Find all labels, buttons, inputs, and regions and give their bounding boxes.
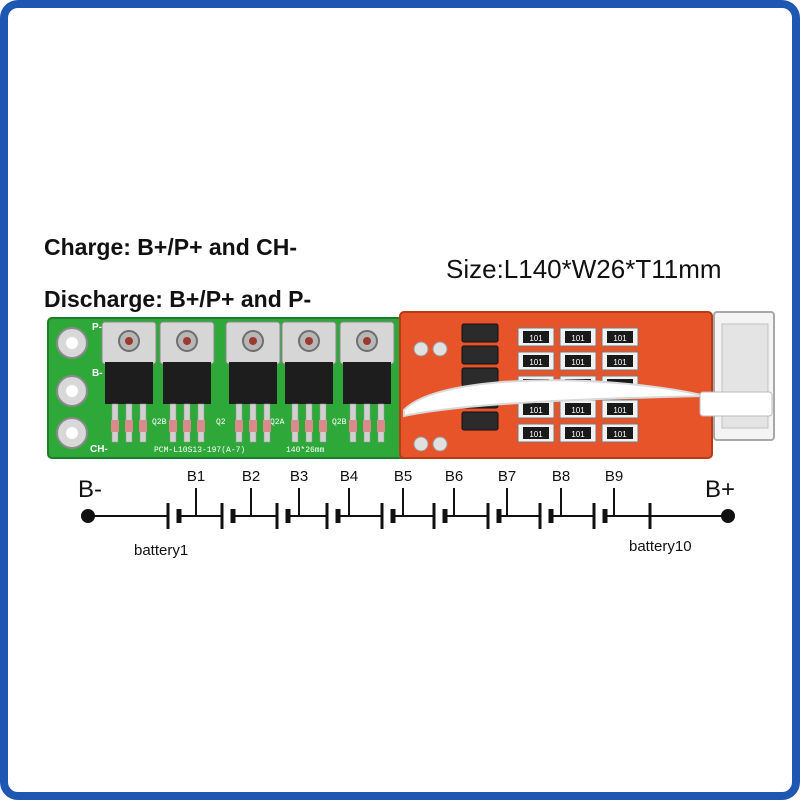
battery-cell <box>380 503 434 529</box>
svg-text:101: 101 <box>613 358 627 367</box>
pad-label: P- <box>92 322 102 333</box>
pad-label: B- <box>92 368 103 379</box>
resistor: 101 <box>601 327 639 347</box>
silkscreen-size: 140*26mm <box>286 446 325 455</box>
resistor: 101 <box>517 351 555 371</box>
resistor: 101 <box>559 351 597 371</box>
battery-wiring: B- B+ battery1 battery10 B1 B2 B3 B4 B5 B6 B7 B… <box>78 468 735 559</box>
svg-text:101: 101 <box>571 358 585 367</box>
battery10-label: battery10 <box>629 538 692 555</box>
tap-label: B7 <box>498 468 516 485</box>
charge-note: Charge: B+/P+ and CH- <box>44 234 298 260</box>
mosfet-label: Q2 <box>216 418 226 427</box>
chip <box>461 345 499 365</box>
b-plus-label: B+ <box>705 476 735 503</box>
mosfet <box>159 321 215 443</box>
tap-label: B8 <box>552 468 570 485</box>
mosfet-label: Q2B <box>152 418 167 427</box>
svg-text:101: 101 <box>613 406 627 415</box>
svg-text:101: 101 <box>529 358 543 367</box>
battery-cell <box>592 503 650 529</box>
mosfet <box>225 321 281 443</box>
battery-cell <box>486 503 540 529</box>
resistor: 101 <box>601 351 639 371</box>
battery-cell <box>325 503 382 529</box>
svg-text:101: 101 <box>529 334 543 343</box>
mosfet <box>339 321 395 443</box>
tap-label: B4 <box>340 468 358 485</box>
resistor: 101 <box>559 327 597 347</box>
tap-label: B3 <box>290 468 308 485</box>
tap-label: B6 <box>445 468 463 485</box>
tap-label: B9 <box>605 468 623 485</box>
discharge-note: Discharge: B+/P+ and P- <box>44 286 312 312</box>
b-minus-label: B- <box>78 476 102 503</box>
svg-text:101: 101 <box>529 406 543 415</box>
resistor: 101 <box>601 423 639 443</box>
mosfet-label: Q2B <box>332 418 347 427</box>
resistor: 101 <box>559 399 597 419</box>
battery-cell <box>275 503 327 529</box>
battery-cell <box>538 503 594 529</box>
mosfet-array <box>101 321 395 443</box>
b-minus-terminal <box>81 509 95 523</box>
resistor: 101 <box>559 423 597 443</box>
battery-cell <box>166 503 222 529</box>
mosfet-chip-column <box>461 323 499 431</box>
svg-text:101: 101 <box>571 334 585 343</box>
mosfet <box>281 321 337 443</box>
mosfet <box>101 321 157 443</box>
tap-label: B1 <box>187 468 205 485</box>
resistor: 101 <box>517 399 555 419</box>
pad-label: CH- <box>90 444 108 455</box>
resistor: 101 <box>601 399 639 419</box>
battery-cell <box>220 503 277 529</box>
svg-text:101: 101 <box>571 406 585 415</box>
mosfet-label: Q2A <box>270 418 285 427</box>
chip <box>461 323 499 343</box>
tap-label: B5 <box>394 468 412 485</box>
svg-text:101: 101 <box>529 430 543 439</box>
svg-text:101: 101 <box>613 334 627 343</box>
resistor: 101 <box>517 423 555 443</box>
svg-text:101: 101 <box>613 430 627 439</box>
silkscreen-model: PCM-L10S13-197(A-7) <box>154 446 245 455</box>
wire-plug <box>699 391 773 417</box>
chip <box>461 411 499 431</box>
balance-connector <box>713 311 775 441</box>
svg-text:101: 101 <box>571 430 585 439</box>
resistor: 101 <box>517 327 555 347</box>
size-note: Size:L140*W26*T11mm <box>446 254 722 284</box>
battery-cell <box>432 503 488 529</box>
battery1-label: battery1 <box>134 542 188 559</box>
tap-label: B2 <box>242 468 260 485</box>
b-plus-terminal <box>721 509 735 523</box>
